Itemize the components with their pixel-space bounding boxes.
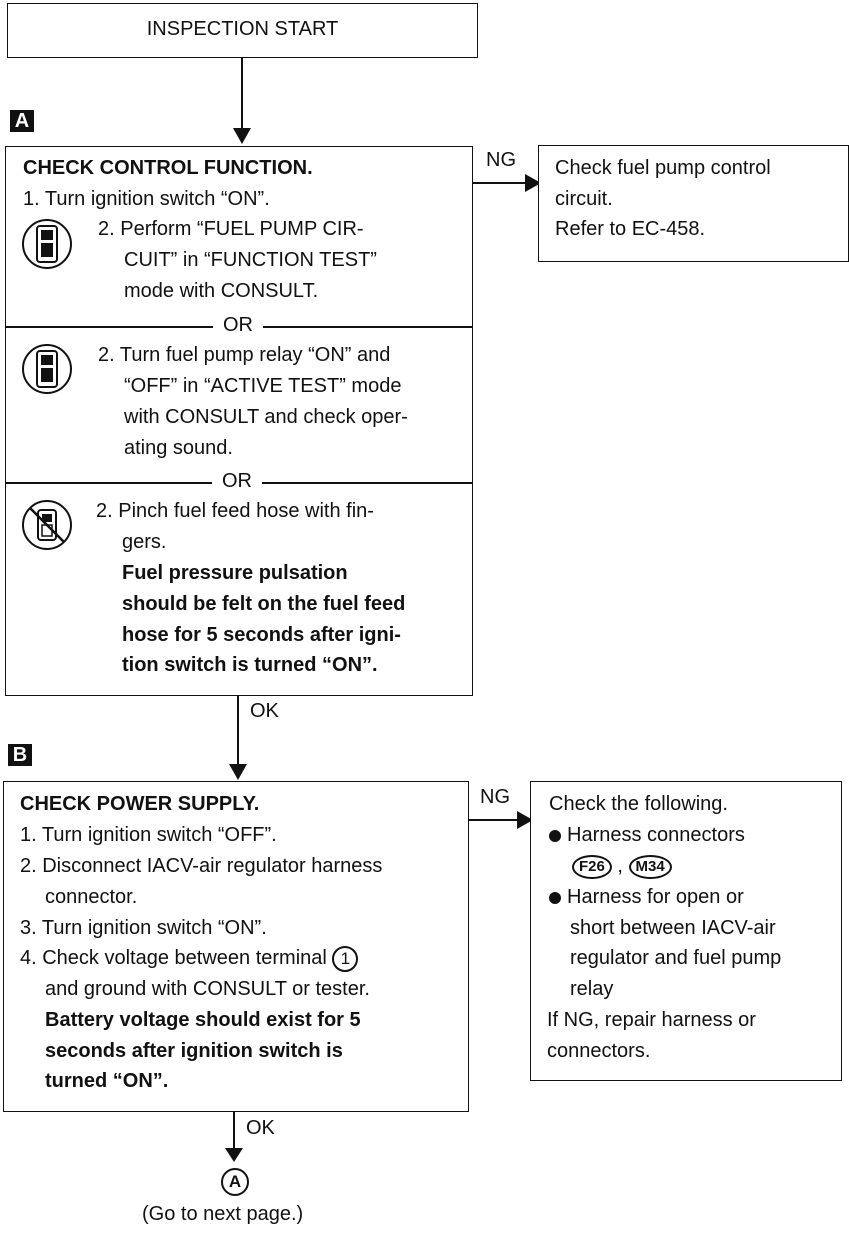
ok-label: OK: [250, 700, 279, 722]
ng-connector-line: [473, 182, 529, 184]
step-a-opt1-line2: CUIT” in “FUNCTION TEST”: [124, 249, 377, 271]
step-b-line4: 3. Turn ignition switch “ON”.: [20, 917, 267, 939]
ok-label: OK: [246, 1117, 275, 1139]
inspection-start-box: INSPECTION START: [7, 3, 478, 58]
arrow-right-icon: [517, 811, 533, 829]
bullet2-text: Harness for open or: [567, 886, 744, 908]
step-a-ng-line3: Refer to EC-458.: [555, 218, 706, 240]
step-a-opt3-bold2: should be felt on the fuel feed: [122, 593, 406, 615]
step-b-line5-text: 4. Check voltage between terminal: [20, 947, 327, 969]
step-b-line6: and ground with CONSULT or tester.: [45, 978, 370, 1000]
step-a-ng-line2: circuit.: [555, 188, 613, 210]
step-a-opt1-line1: 2. Perform “FUEL PUMP CIR-: [98, 218, 364, 240]
step-a-heading: CHECK CONTROL FUNCTION.: [23, 157, 313, 179]
step-b-ng-bullet2-line4: relay: [570, 978, 614, 1000]
step-a-ng-box: [538, 145, 849, 262]
ng-label: NG: [486, 149, 516, 171]
arrow-right-icon: [525, 174, 541, 192]
connector-separator: ,: [617, 855, 623, 877]
ng-connector-line: [469, 819, 521, 821]
step-b-box: [3, 781, 469, 1112]
step-b-heading: CHECK POWER SUPPLY.: [20, 793, 260, 815]
step-a-opt2-line2: “OFF” in “ACTIVE TEST” mode: [124, 375, 402, 397]
step-a-opt3-bold3: hose for 5 seconds after igni-: [122, 624, 401, 646]
step-b-ng-connectors: F26 , M34: [572, 851, 672, 882]
or-label: OR: [212, 469, 262, 493]
arrow-down-icon: [229, 764, 247, 780]
ng-label: NG: [480, 786, 510, 808]
step-a-opt3-line2: gers.: [122, 531, 167, 553]
page-reference-icon: A: [221, 1168, 249, 1196]
step-b-badge: B: [8, 744, 32, 766]
step-b-line2: 2. Disconnect IACV-air regulator harness: [20, 855, 383, 877]
connector-line: [241, 58, 243, 130]
or-label: OR: [213, 313, 263, 337]
step-b-line5: 4. Check voltage between terminal 1: [20, 943, 359, 974]
step-a-opt2-line4: ating sound.: [124, 437, 233, 459]
step-b-bold3: turned “ON”.: [45, 1070, 169, 1092]
step-a-opt3-bold4: tion switch is turned “ON”.: [122, 654, 378, 676]
no-consult-icon: [22, 500, 72, 550]
step-b-ng-bullet2-line2: short between IACV-air: [570, 917, 776, 939]
bullet-icon: [549, 891, 561, 904]
connector-m34-icon: M34: [628, 854, 672, 879]
step-a-badge: A: [10, 110, 34, 132]
step-a-ng-line1: Check fuel pump control: [555, 157, 771, 179]
step-b-ng-bullet1: Harness connectors: [549, 820, 745, 851]
step-a-opt3-line1: 2. Pinch fuel feed hose with fin-: [96, 500, 374, 522]
step-a-step1: 1. Turn ignition switch “ON”.: [23, 188, 270, 210]
step-b-ng-box: [530, 781, 842, 1081]
arrow-down-icon: [233, 128, 251, 144]
step-b-ng-title: Check the following.: [549, 793, 728, 815]
step-b-bold2: seconds after ignition switch is: [45, 1040, 343, 1062]
ok-connector-line: [237, 696, 239, 766]
step-b-line1: 1. Turn ignition switch “OFF”.: [20, 824, 277, 846]
bullet1-text: Harness connectors: [567, 824, 745, 846]
step-b-bold1: Battery voltage should exist for 5: [45, 1009, 361, 1031]
consult-tester-icon: [22, 344, 72, 394]
step-b-ng-bullet2-line3: regulator and fuel pump: [570, 947, 782, 969]
go-to-next-page-note: (Go to next page.): [142, 1203, 304, 1225]
bullet-icon: [549, 829, 561, 842]
step-b-line3: connector.: [45, 886, 138, 908]
terminal-number-icon: 1: [332, 945, 359, 972]
consult-tester-icon: [22, 219, 72, 269]
connector-f26-icon: F26: [572, 854, 612, 879]
step-a-opt3-bold1: Fuel pressure pulsation: [122, 562, 348, 584]
inspection-start-label: INSPECTION START: [146, 18, 339, 40]
ok-connector-line: [233, 1112, 235, 1152]
step-a-opt2-line3: with CONSULT and check oper-: [124, 406, 408, 428]
step-a-opt1-line3: mode with CONSULT.: [124, 280, 319, 302]
arrow-down-icon: [225, 1148, 243, 1162]
step-a-opt2-line1: 2. Turn fuel pump relay “ON” and: [98, 344, 391, 366]
step-b-ng-bullet2: Harness for open or: [549, 882, 744, 913]
step-b-ng-footer2: connectors.: [547, 1040, 651, 1062]
step-a-box: [5, 146, 473, 696]
step-b-ng-footer1: If NG, repair harness or: [547, 1009, 756, 1031]
